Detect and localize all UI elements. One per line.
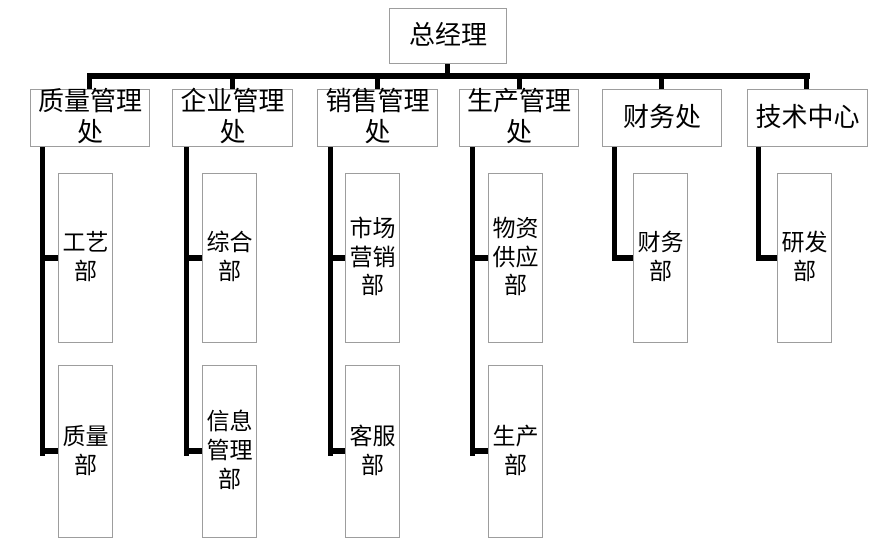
node-label: 客服部 xyxy=(349,423,396,478)
connector-branch-4-stub-1 xyxy=(470,255,488,261)
connector-branch-3-stub-1 xyxy=(328,255,345,261)
connector-tick-5 xyxy=(659,78,664,90)
connector-branch-1-trunk xyxy=(40,147,45,456)
node-quality-dept: 质量部 xyxy=(58,365,113,538)
node-label: 财务处 xyxy=(622,102,701,132)
connector-branch-5-trunk xyxy=(612,147,617,261)
node-enterprise-mgmt-office: 企业管理处 xyxy=(172,87,293,147)
node-general-manager: 总经理 xyxy=(389,8,507,64)
connector-branch-2-stub-1 xyxy=(184,255,202,261)
connector-branch-5-stub-1 xyxy=(612,255,633,261)
node-sales-mgmt-office: 销售管理处 xyxy=(317,87,438,147)
connector-tick-1 xyxy=(87,78,92,90)
connector-branch-4-stub-2 xyxy=(470,448,488,454)
connector-branch-2-trunk xyxy=(184,147,189,456)
connector-bus xyxy=(87,73,810,79)
connector-tick-6 xyxy=(804,78,809,90)
node-general-affairs-dept: 综合部 xyxy=(202,173,257,343)
node-finance-office: 财务处 xyxy=(602,89,722,147)
connector-branch-3-stub-2 xyxy=(328,448,345,454)
connector-tick-2 xyxy=(230,78,235,90)
connector-root-stub xyxy=(445,62,450,75)
node-label: 生产管理处 xyxy=(466,87,571,147)
node-process-dept: 工艺部 xyxy=(58,173,113,343)
connector-branch-1-stub-2 xyxy=(40,448,58,454)
connector-branch-1-stub-1 xyxy=(40,255,58,261)
node-label: 企业管理处 xyxy=(180,87,285,147)
node-label: 物资供应部 xyxy=(492,215,539,299)
node-info-mgmt-dept: 信息管理部 xyxy=(202,365,257,538)
node-production-mgmt-office: 生产管理处 xyxy=(459,87,579,147)
node-label: 市场营销部 xyxy=(349,215,396,299)
connector-tick-3 xyxy=(375,78,380,90)
node-label: 质量部 xyxy=(62,423,109,478)
connector-branch-3-trunk xyxy=(328,147,333,456)
node-label: 工艺部 xyxy=(62,230,109,284)
node-label: 质量管理处 xyxy=(37,87,142,147)
connector-tick-4 xyxy=(517,78,522,90)
node-material-supply-dept: 物资供应部 xyxy=(488,173,543,343)
connector-branch-2-stub-2 xyxy=(184,448,202,454)
node-label: 技术中心 xyxy=(755,102,860,132)
node-technology-center: 技术中心 xyxy=(747,89,868,147)
node-marketing-dept: 市场营销部 xyxy=(345,173,400,343)
node-finance-dept: 财务部 xyxy=(633,173,688,343)
node-label: 总经理 xyxy=(408,20,487,50)
node-label: 研发部 xyxy=(781,230,828,284)
node-label: 财务部 xyxy=(637,230,684,284)
node-label: 信息管理部 xyxy=(206,409,253,492)
node-label: 综合部 xyxy=(206,230,253,284)
connector-branch-6-trunk xyxy=(756,147,761,261)
node-label: 销售管理处 xyxy=(325,87,430,147)
connector-branch-6-stub-1 xyxy=(756,255,777,261)
node-customer-service-dept: 客服部 xyxy=(345,365,400,538)
node-production-dept: 生产部 xyxy=(488,365,543,538)
node-label: 生产部 xyxy=(492,423,539,478)
connector-branch-4-trunk xyxy=(470,147,475,456)
node-quality-mgmt-office: 质量管理处 xyxy=(30,87,150,147)
node-rnd-dept: 研发部 xyxy=(777,173,832,343)
